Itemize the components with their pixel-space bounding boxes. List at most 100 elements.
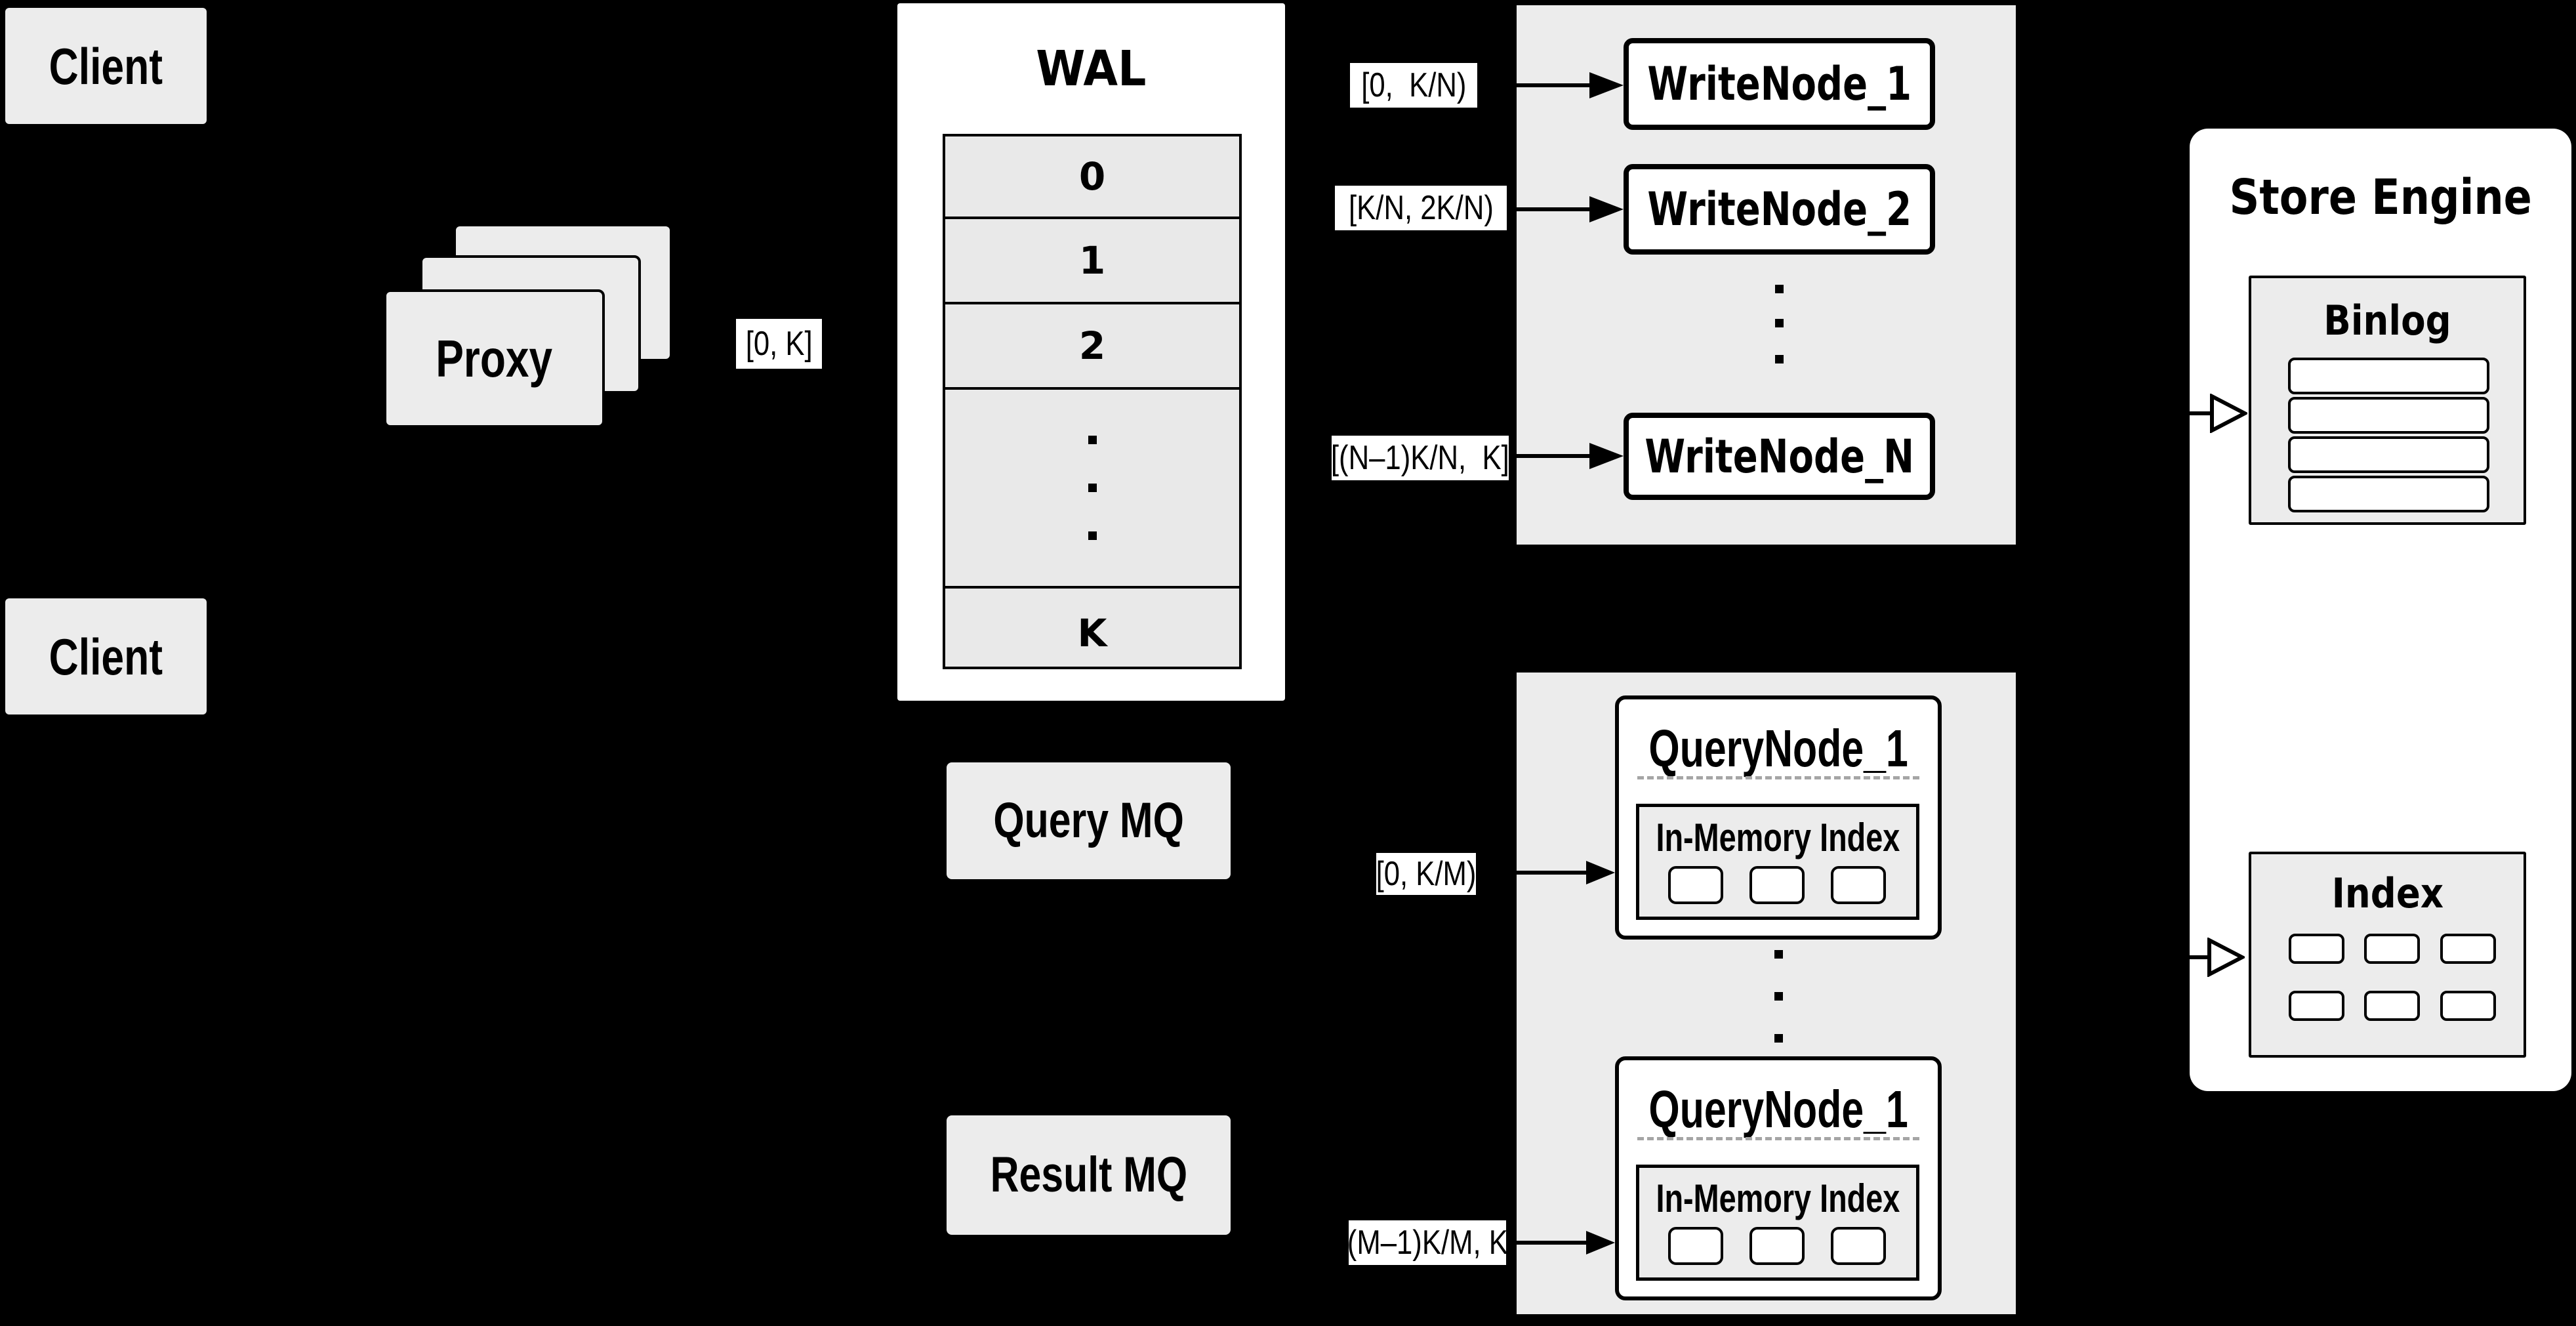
arrow-line-write-1 — [1477, 83, 1592, 87]
wal-segment-row: 2 — [945, 304, 1239, 390]
in-memory-index-bottom-title: In-Memory Index — [1656, 1176, 1900, 1220]
range-label-query-1-text: [0, K/M) — [1376, 855, 1477, 893]
arrow-line-write-2 — [1507, 207, 1592, 211]
segment-cell — [1831, 1227, 1886, 1265]
arrow-line-write-n — [1509, 454, 1592, 458]
segment-cell — [1668, 1227, 1723, 1265]
write-node-2: WriteNode_2 — [1624, 164, 1935, 255]
proxy-label: Proxy — [436, 329, 553, 388]
wal-segment-k: K — [1077, 610, 1107, 655]
arrow-head-write-n-icon — [1589, 443, 1624, 469]
index-cell — [2440, 934, 2496, 964]
segment-cell — [1668, 866, 1723, 904]
arrow-head-query-2-icon — [1586, 1231, 1615, 1254]
wal-segment-row: 1 — [945, 219, 1239, 304]
write-node-n: WriteNode_N — [1624, 413, 1935, 500]
query-node-top-divider — [1637, 776, 1919, 779]
wal-segment-1: 1 — [1078, 238, 1106, 283]
range-label-write-1: [0, K/N) — [1350, 63, 1477, 108]
arrow-head-query-1-icon — [1586, 861, 1615, 884]
range-label-proxy-out-text: [0, K] — [745, 325, 813, 363]
ellipsis-dot — [1088, 531, 1097, 540]
query-node-bottom: QueryNode_1 In-Memory Index — [1615, 1056, 1942, 1300]
store-engine-title: Store Engine — [2229, 169, 2532, 226]
arrow-line-query-2 — [1506, 1241, 1589, 1245]
arrow-head-write-1-icon — [1589, 72, 1624, 98]
in-memory-index-bottom: In-Memory Index — [1636, 1165, 1919, 1281]
in-memory-index-top: In-Memory Index — [1636, 804, 1919, 920]
binlog-box: Binlog — [2249, 276, 2526, 525]
arrow-head-index-icon — [2207, 938, 2245, 977]
index-cell — [2364, 934, 2420, 964]
wal-segment-0: 0 — [1078, 154, 1106, 199]
binlog-row — [2288, 358, 2489, 394]
segment-cell — [1831, 866, 1886, 904]
query-node-top-title: QueryNode_1 — [1648, 719, 1908, 777]
index-title: Index — [2331, 869, 2443, 917]
query-node-top: QueryNode_1 In-Memory Index — [1615, 695, 1942, 940]
binlog-row — [2288, 436, 2489, 473]
proxy-card-front: Proxy — [384, 289, 605, 428]
binlog-row — [2288, 476, 2489, 512]
index-cell — [2364, 991, 2420, 1021]
range-label-write-n-text: [(N–1)K/N, K] — [1331, 439, 1509, 477]
in-memory-index-top-title-row: In-Memory Index — [1639, 816, 1916, 860]
result-mq-label: Result MQ — [990, 1147, 1187, 1203]
range-label-query-1: [0, K/M) — [1376, 853, 1476, 895]
arrow-head-write-2-icon — [1589, 196, 1624, 222]
write-node-2-label: WriteNode_2 — [1647, 182, 1912, 236]
index-cell — [2289, 991, 2344, 1021]
segment-cell — [1749, 866, 1805, 904]
result-mq-box: Result MQ — [947, 1115, 1231, 1235]
query-node-bottom-title-row: QueryNode_1 — [1625, 1080, 1931, 1139]
query-node-top-title-row: QueryNode_1 — [1625, 719, 1931, 778]
arrow-head-binlog-icon — [2210, 394, 2247, 433]
range-label-query-2: [(M–1)K/M, K] — [1339, 1220, 1516, 1265]
range-label-write-1-text: [0, K/N) — [1360, 66, 1467, 104]
binlog-title: Binlog — [2323, 297, 2451, 344]
wal-panel: WAL 0 1 2 K — [897, 3, 1285, 701]
ellipsis-dot — [1088, 484, 1097, 492]
wal-segment-table: 0 1 2 K — [943, 134, 1242, 669]
ellipsis-dot — [1775, 355, 1784, 363]
range-label-proxy-out: [0, K] — [736, 319, 822, 369]
ellipsis-dot — [1774, 992, 1783, 1001]
ellipsis-dot — [1775, 319, 1784, 327]
segment-cell — [1749, 1227, 1805, 1265]
client-box-top: Client — [5, 8, 207, 124]
ellipsis-dot — [1088, 436, 1097, 444]
store-engine-title-row: Store Engine — [2203, 165, 2558, 230]
store-engine-panel: Store Engine Binlog Index — [2190, 129, 2571, 1091]
wal-segment-row-k: K — [945, 589, 1239, 677]
client-bottom-label: Client — [49, 627, 163, 686]
client-box-bottom: Client — [5, 598, 207, 715]
range-label-query-2-text: [(M–1)K/M, K] — [1339, 1224, 1516, 1262]
wal-ellipsis-row — [945, 390, 1239, 589]
query-node-bottom-title: QueryNode_1 — [1648, 1080, 1908, 1138]
wal-title-row: WAL — [897, 39, 1285, 98]
arrow-line-index — [2086, 955, 2211, 959]
write-node-n-label: WriteNode_N — [1645, 429, 1914, 484]
range-label-write-2-text: [K/N, 2K/N) — [1348, 189, 1494, 227]
index-box: Index — [2249, 852, 2526, 1058]
binlog-row — [2288, 397, 2489, 434]
wal-segment-2: 2 — [1078, 323, 1106, 368]
in-memory-index-bottom-title-row: In-Memory Index — [1639, 1177, 1916, 1220]
ellipsis-dot — [1774, 950, 1783, 959]
range-label-write-2: [K/N, 2K/N) — [1335, 186, 1507, 230]
query-node-bottom-divider — [1637, 1137, 1919, 1140]
query-mq-box: Query MQ — [947, 762, 1231, 879]
index-title-row: Index — [2251, 867, 2524, 920]
query-mq-label: Query MQ — [993, 793, 1184, 848]
wal-segment-row: 0 — [945, 136, 1239, 219]
wal-title: WAL — [1036, 41, 1147, 97]
write-node-1-label: WriteNode_1 — [1647, 57, 1912, 111]
arrow-line-binlog — [2086, 411, 2212, 415]
range-label-write-n: [(N–1)K/N, K] — [1331, 436, 1509, 480]
in-memory-index-top-title: In-Memory Index — [1656, 816, 1900, 860]
ellipsis-dot — [1774, 1034, 1783, 1043]
index-cell — [2289, 934, 2344, 964]
arrow-line-query-1 — [1476, 871, 1589, 875]
index-cell — [2440, 991, 2496, 1021]
